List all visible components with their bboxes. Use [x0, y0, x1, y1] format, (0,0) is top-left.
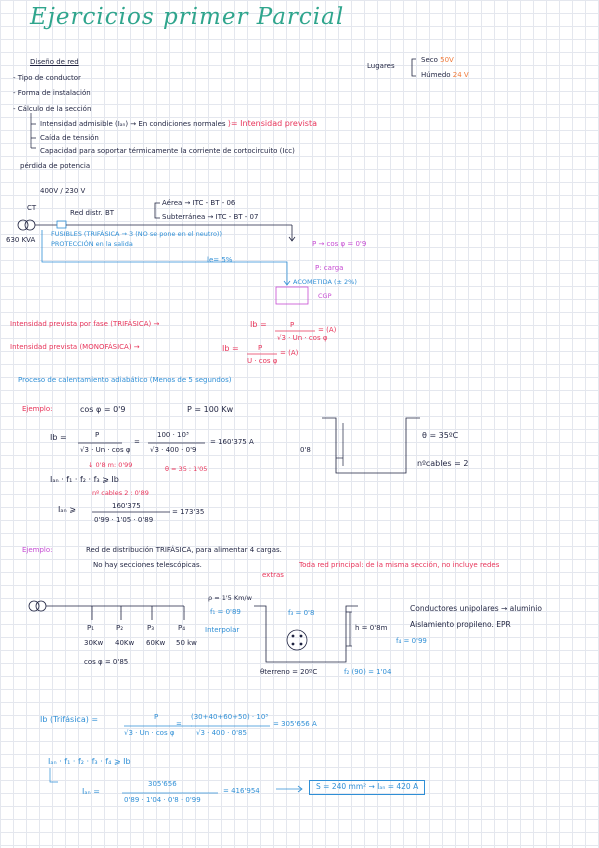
ej1-ian2-den: 0'99 · 1'05 · 0'89: [94, 516, 154, 524]
d1-subterranea: Subterránea → ITC - BT - 07: [162, 213, 259, 221]
ej2-theta-terreno: θterreno = 20ºC: [260, 668, 318, 676]
ej2-desc: Red de distribución TRIFÁSICA, para alim…: [86, 546, 282, 554]
tri-unit: = (A): [318, 326, 337, 334]
ej1-f1-note: ↓ 0'8 m: 0'99: [88, 461, 133, 469]
ej1-ib-eq: =: [134, 438, 140, 446]
page-title: Ejercicios primer Parcial: [30, 4, 345, 30]
ej1-ib-lhs: Ib =: [50, 433, 67, 442]
d1-fusibles: FUSIBLES (TRIFÁSICA → 3 (NO se pone en e…: [51, 230, 222, 238]
ej2-ian-den: 0'89 · 1'04 · 0'8 · 0'99: [124, 796, 201, 804]
ej2-ian-eq: Iₐₙ · f₁ · f₂ · f₃ · f₄ ⩾ Ib: [48, 757, 131, 766]
ej2-ib-den1: √3 · Un · cos φ: [124, 729, 175, 737]
d1-ct: CT: [27, 204, 37, 212]
s1-item-1: - Tipo de conductor: [13, 74, 81, 82]
ej2-ib-lhs: Ib (Trifásica) =: [40, 715, 99, 724]
ej2-no-hay: No hay secciones telescópicas.: [93, 561, 202, 569]
ej1-ib-num2: 100 · 10³: [157, 431, 189, 439]
mono-label: Intensidad prevista (MONOFÁSICA) →: [10, 343, 140, 351]
ej2-ib-num1: P: [154, 713, 159, 721]
ej2-answer-box: S = 240 mm² → Iₐₙ = 420 A: [309, 780, 426, 795]
ej2-ib-num2: (30+40+60+50) · 10³: [191, 713, 269, 721]
ej2-depth: h = 0'8m: [355, 624, 388, 632]
d1-voltage: 400V / 230 V: [40, 187, 86, 195]
d1-kva: 630 KVA: [6, 236, 36, 244]
ej1-cos: cos φ = 0'9: [80, 405, 126, 414]
d1-proteccion: PROTECCIÓN en la salida: [51, 240, 133, 248]
ej2-ian-lhs: Iₐₙ =: [82, 787, 100, 796]
ej1-ian2-num: 160'375: [112, 502, 141, 510]
ej2-ian-num: 305'656: [148, 780, 177, 788]
d1-p-cos: P → cos φ = 0'9: [312, 240, 367, 248]
ej1-theta: θ = 35ºC: [422, 431, 459, 440]
d1-red-distr: Red distr. BT: [70, 209, 115, 217]
tri-num: P: [290, 321, 295, 329]
mono-den: U · cos φ: [247, 357, 278, 365]
ej2-cos: cos φ = 0'85: [84, 658, 129, 666]
tri-den: √3 · Un · cos φ: [277, 334, 328, 342]
ej2-load-2-power: 40Kw: [115, 639, 135, 647]
d1-p-carga: P: carga: [315, 264, 344, 272]
ej1-ncables: nºcables = 2: [417, 459, 469, 468]
ej1-ian2-lhs: Iₐₙ ⩾: [58, 505, 76, 514]
ej1-ncables-note: nº cables 2 : 0'89: [92, 489, 149, 497]
ej1-p: P = 100 Kw: [187, 405, 234, 414]
mono-unit: = (A): [280, 349, 299, 357]
d1-le: le= 5%: [207, 256, 233, 264]
ej2-ian-res: = 416'954: [223, 787, 260, 795]
ej2-aislamiento: Aislamiento propileno. EPR: [410, 620, 511, 629]
d1-cgp: CGP: [318, 292, 332, 300]
ej2-load-4-power: 50 kw: [176, 639, 197, 647]
d1-acometida: ACOMETIDA (± 2%): [293, 278, 357, 286]
ej2-rho: ρ = 1'5 Km/w: [208, 594, 252, 602]
ej2-load-1-label: P₁: [87, 624, 95, 632]
s1-sub-2: Caída de tensión: [40, 134, 99, 142]
mono-num: P: [258, 344, 263, 352]
s1-item-3: - Cálculo de la sección: [13, 105, 92, 113]
ej1-ib-den2: √3 · 400 · 0'9: [150, 446, 197, 454]
d1-aerea: Aérea → ITC - BT - 06: [162, 199, 236, 207]
ej1-depth: 0'8: [300, 446, 311, 454]
ej2-load-3-label: P₃: [147, 624, 155, 632]
lugares-label: Lugares: [367, 62, 395, 70]
ej1-ian-eq: Iₐₙ · f₁ · f₂ · f₃ ⩾ Ib: [50, 475, 119, 484]
lugares-seco: Seco 50V: [421, 56, 454, 64]
ej2-ib-res: = 305'656 A: [273, 720, 317, 728]
ej2-load-4-label: P₄: [178, 624, 186, 632]
tri-lhs: Ib =: [250, 320, 267, 329]
ej2-load-3-power: 60Kw: [146, 639, 166, 647]
ej2-ib-den2: √3 · 400 · 0'85: [196, 729, 247, 737]
proceso: Proceso de calentamiento adiabático (Men…: [18, 376, 232, 384]
ej1-ib-den1: √3 · Un · cos φ: [80, 446, 131, 454]
ej2-extras: extras: [262, 571, 284, 579]
ej2-load-1-power: 30Kw: [84, 639, 104, 647]
ej2-f1: f₁ = 0'89: [210, 608, 241, 616]
ej2-f3: f₃ = 0'8: [288, 609, 315, 617]
s1-sub-4: pérdida de potencia: [20, 162, 91, 170]
ej2-f4: f₄ = 0'99: [396, 637, 427, 645]
s1-sub-1: Intensidad admisible (Iₐₙ) → En condicio…: [40, 119, 318, 128]
lugares-humedo: Húmedo 24 V: [421, 71, 469, 79]
mono-lhs: Ib =: [222, 344, 239, 353]
ej1-ian2-res: = 173'35: [172, 508, 205, 516]
ej2-label: Ejemplo:: [22, 546, 53, 554]
tri-label: Intensidad prevista por fase (TRIFÁSICA)…: [10, 320, 160, 328]
ej2-ib-eq: =: [176, 720, 182, 728]
ej2-conductores: Conductores unipolares → aluminio: [410, 604, 542, 613]
ej2-load-2-label: P₂: [116, 624, 124, 632]
ej2-f2: f₂ (90) = 1'04: [344, 668, 392, 676]
ej1-ib-res: = 160'375 A: [210, 438, 254, 446]
s1-sub-3: Capacidad para soportar térmicamente la …: [40, 147, 295, 155]
s1-item-2: - Forma de instalación: [13, 89, 91, 97]
ej1-theta-note: θ = 35 : 1'05: [165, 465, 208, 473]
ej2-toda-red: Toda red principal: de la misma sección,…: [299, 561, 500, 569]
s1-header: Diseño de red: [30, 58, 79, 66]
ej1-label: Ejemplo:: [22, 405, 53, 413]
ej2-interpolar: Interpolar: [205, 626, 240, 634]
ej1-ib-num1: P: [95, 431, 100, 439]
